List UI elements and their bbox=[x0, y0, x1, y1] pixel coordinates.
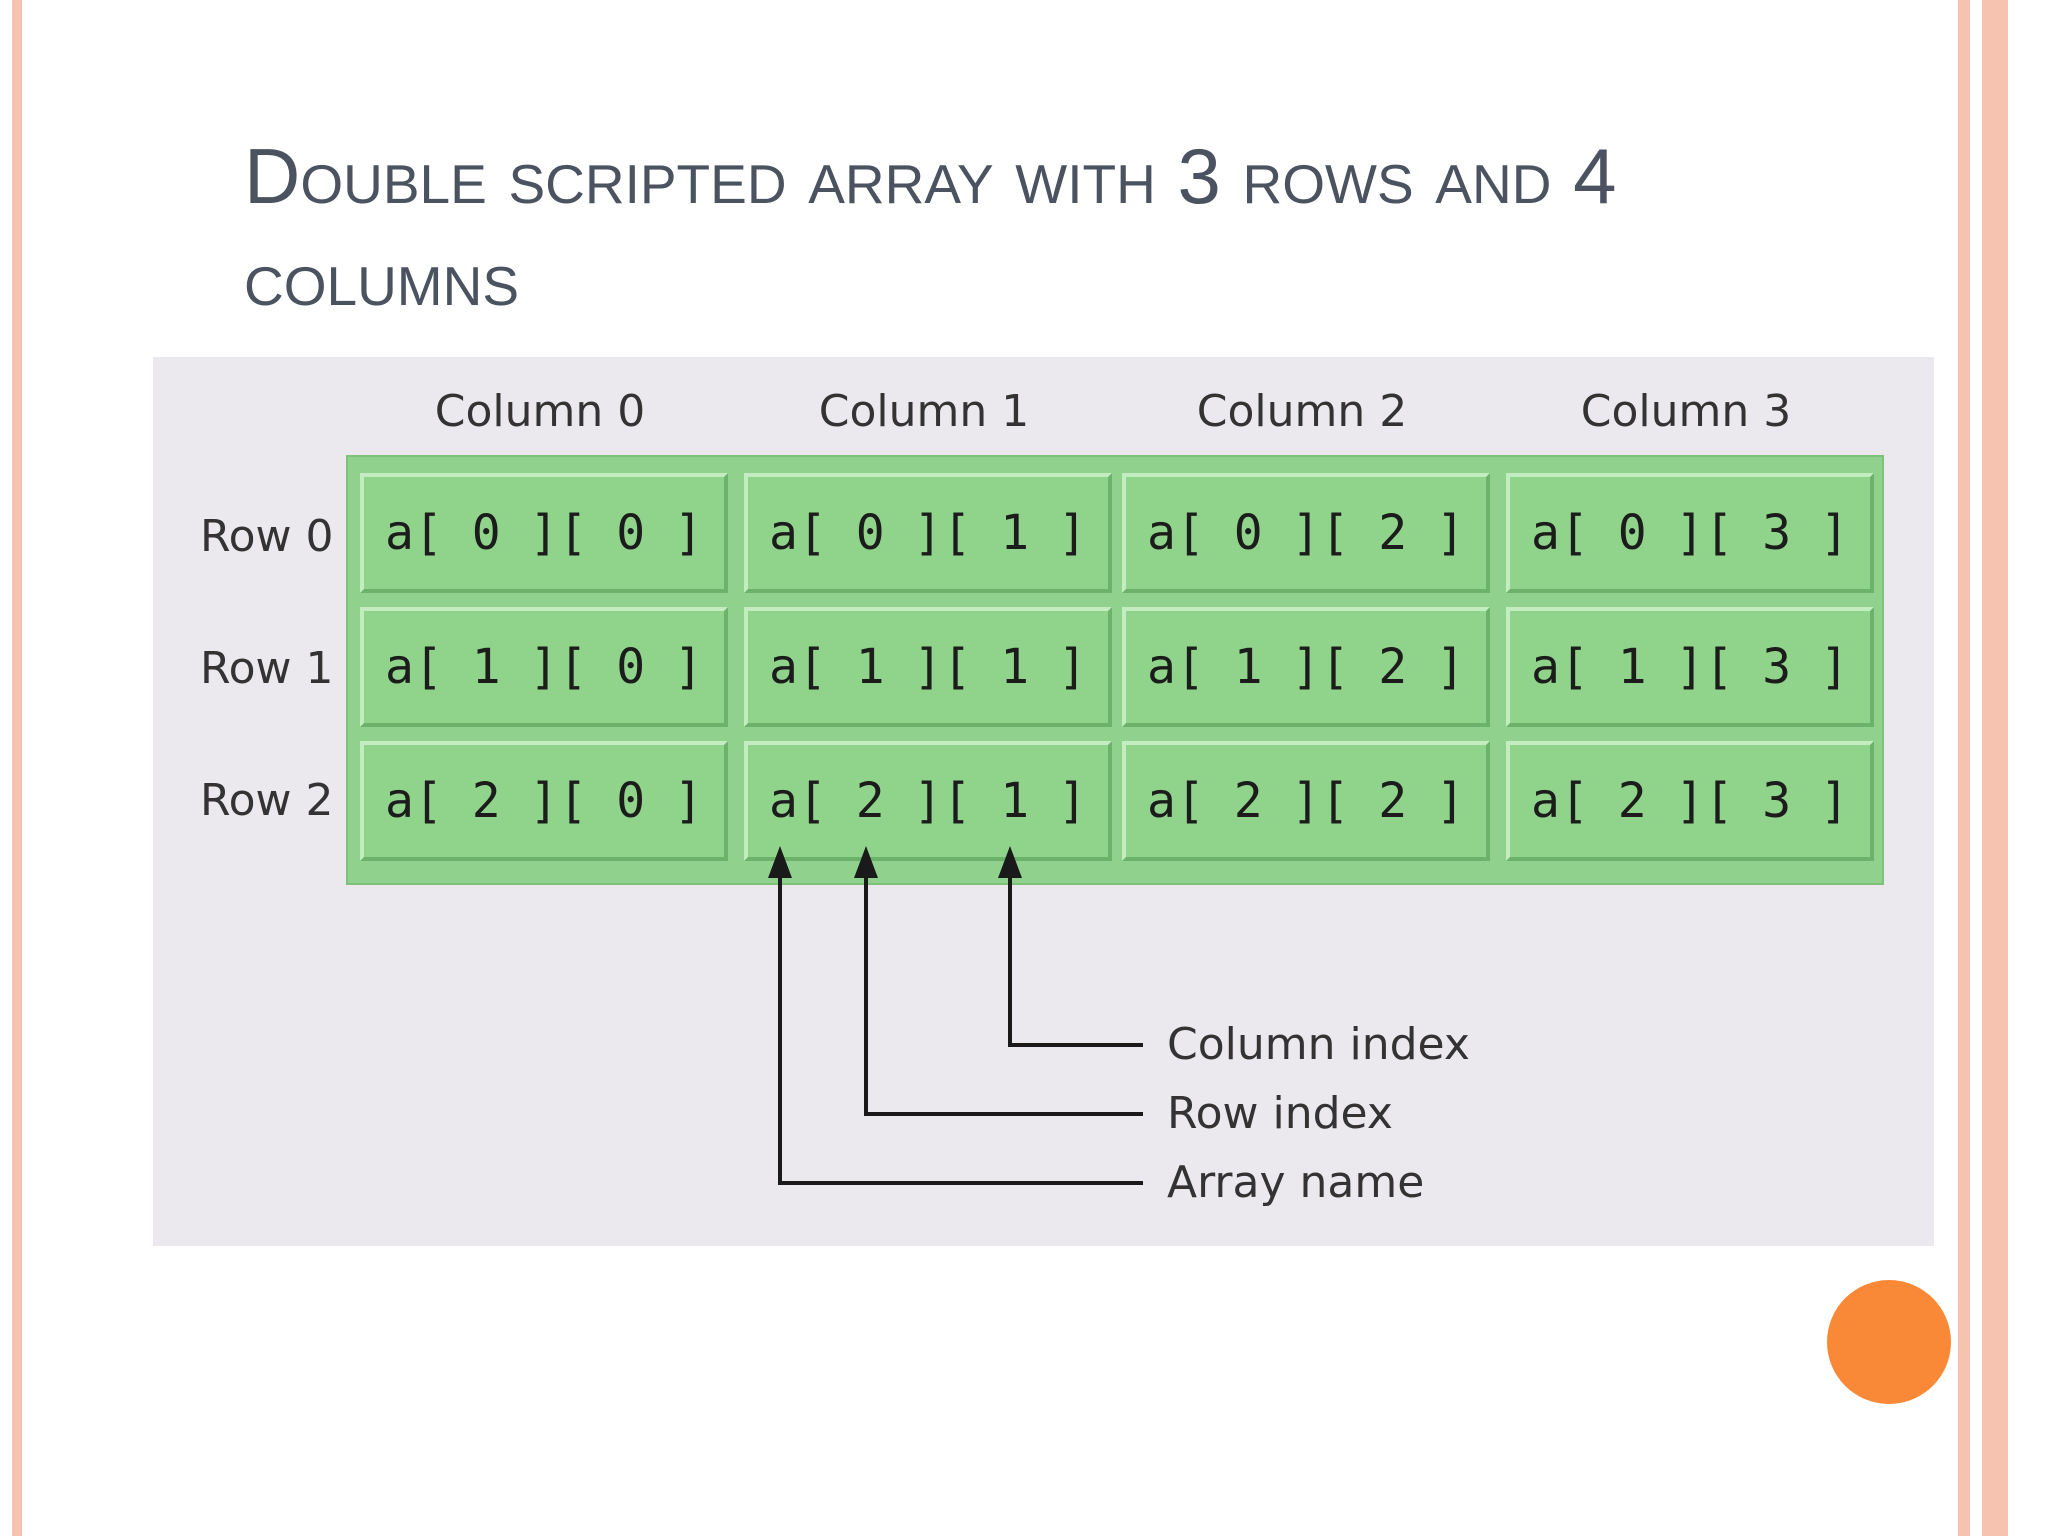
array-cell-1-3: a[ 1 ][ 3 ] bbox=[1506, 607, 1874, 727]
array-cell-0-3: a[ 0 ][ 3 ] bbox=[1506, 473, 1874, 593]
column-index-arrowhead bbox=[998, 846, 1022, 878]
array-cell-1-0: a[ 1 ][ 0 ] bbox=[360, 607, 728, 727]
row-index-label: Row index bbox=[1167, 1088, 1393, 1139]
array-cell-1-2: a[ 1 ][ 2 ] bbox=[1122, 607, 1490, 727]
row-header-1: Row 1 bbox=[200, 643, 334, 694]
column-header-2: Column 2 bbox=[1196, 386, 1408, 437]
column-index-label: Column index bbox=[1167, 1019, 1470, 1070]
slide-border-right-outer bbox=[1982, 0, 2008, 1536]
array-cell-0-2: a[ 0 ][ 2 ] bbox=[1122, 473, 1490, 593]
orange-circle-decoration bbox=[1827, 1280, 1951, 1404]
row-index-arrowhead bbox=[854, 846, 878, 878]
array-name-arrow-line bbox=[778, 872, 1143, 1185]
array-cell-2-2: a[ 2 ][ 2 ] bbox=[1122, 741, 1490, 861]
array-cell-0-1: a[ 0 ][ 1 ] bbox=[744, 473, 1112, 593]
column-header-3: Column 3 bbox=[1580, 386, 1792, 437]
slide-border-right-inner bbox=[1958, 0, 1970, 1536]
array-grid: a[ 0 ][ 0 ] a[ 0 ][ 1 ] a[ 0 ][ 2 ] a[ 0… bbox=[346, 455, 1884, 885]
slide-title: Double scripted array with 3 rows and 4 … bbox=[244, 132, 1617, 322]
row-header-2: Row 2 bbox=[200, 775, 334, 826]
array-cell-2-3: a[ 2 ][ 3 ] bbox=[1506, 741, 1874, 861]
array-name-label: Array name bbox=[1167, 1157, 1425, 1208]
row-index-arrow-line bbox=[864, 872, 1143, 1116]
column-header-1: Column 1 bbox=[818, 386, 1030, 437]
column-header-0: Column 0 bbox=[434, 386, 646, 437]
array-cell-0-0: a[ 0 ][ 0 ] bbox=[360, 473, 728, 593]
array-cell-2-0: a[ 2 ][ 0 ] bbox=[360, 741, 728, 861]
array-cell-1-1: a[ 1 ][ 1 ] bbox=[744, 607, 1112, 727]
column-index-arrow-line bbox=[1008, 872, 1143, 1047]
array-cell-2-1: a[ 2 ][ 1 ] bbox=[744, 741, 1112, 861]
slide-border-left bbox=[12, 0, 22, 1536]
array-name-arrowhead bbox=[768, 846, 792, 878]
row-header-0: Row 0 bbox=[200, 511, 334, 562]
